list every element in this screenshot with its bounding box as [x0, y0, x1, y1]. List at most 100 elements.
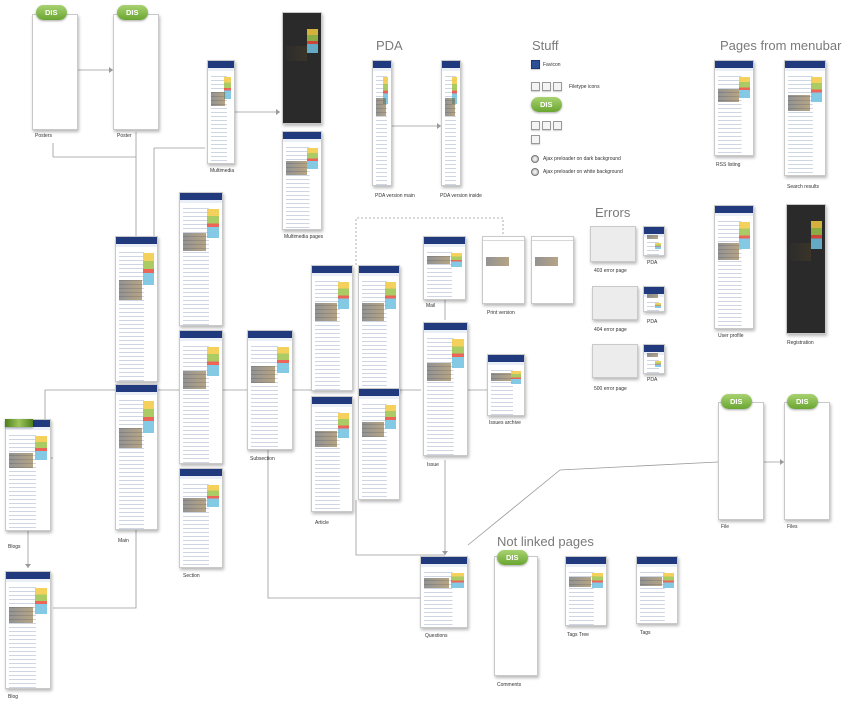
multimedia-page-2-thumb[interactable]	[282, 131, 322, 230]
link-to-file	[467, 461, 719, 546]
error-404-thumb[interactable]	[592, 286, 638, 320]
files-label: Files	[787, 524, 798, 530]
multimedia-label: Multimedia	[210, 168, 235, 174]
comments-page-thumb[interactable]	[494, 556, 538, 676]
ajax-dark-label: Ajax preloader on dark background	[543, 156, 621, 162]
link-article-questions	[355, 500, 445, 556]
error-500-thumb[interactable]	[592, 344, 638, 378]
comments-label: Comments	[497, 682, 522, 688]
blogs-page-thumb[interactable]	[5, 419, 51, 531]
article-page-3-thumb[interactable]	[311, 396, 353, 512]
filetype-icon	[553, 82, 562, 91]
favicon-icon	[531, 60, 540, 69]
pda-version-inside-thumb[interactable]	[441, 60, 461, 186]
dis-tab: DIS	[117, 5, 148, 20]
error-403-pda-thumb[interactable]	[643, 226, 665, 256]
blog-page-thumb[interactable]	[5, 571, 51, 689]
blogs-label: Blogs	[8, 544, 21, 550]
article-page-4-thumb[interactable]	[358, 388, 400, 500]
tags-tree-label: Tags Tree	[567, 632, 589, 638]
filetype-icon	[553, 121, 562, 130]
article-page-2-thumb[interactable]	[358, 265, 400, 391]
filetype-icon	[531, 135, 540, 144]
file-label: File	[721, 524, 730, 530]
file-page-thumb[interactable]	[718, 402, 764, 520]
section-page-3-thumb[interactable]	[179, 468, 223, 568]
pda-version-main-thumb[interactable]	[372, 60, 392, 186]
tags-page-thumb[interactable]	[636, 556, 678, 624]
main-page-thumb[interactable]	[115, 236, 158, 382]
error-404-label: 404 error page	[594, 327, 627, 333]
ajax-preloader-white-icon	[531, 168, 539, 176]
error-500-label: 500 error page	[594, 386, 627, 392]
dis-tab: DIS	[497, 550, 528, 565]
mail-page-thumb[interactable]	[423, 236, 466, 300]
questions-page-thumb[interactable]	[420, 556, 468, 628]
user-profile-label: User profile	[718, 333, 744, 339]
rss-listing-thumb[interactable]	[714, 60, 754, 156]
error-403-thumb[interactable]	[590, 226, 636, 262]
link-main-blog	[53, 530, 137, 609]
error-404-pda-label: PDA	[647, 319, 658, 325]
poster-label: Poster	[117, 133, 132, 139]
main-label: Main	[118, 538, 129, 544]
user-profile-thumb[interactable]	[714, 205, 754, 329]
dis-tab: DIS	[721, 394, 752, 409]
stuff-title: Stuff	[532, 38, 559, 53]
arrow-icon	[276, 109, 280, 115]
subsection-label: Subsection	[250, 456, 275, 462]
dis-tab: DIS	[36, 5, 67, 20]
arrow-icon	[109, 67, 113, 73]
questions-label: Questions	[425, 633, 448, 639]
error-403-label: 403 error page	[594, 268, 627, 274]
multimedia-page-thumb[interactable]	[207, 60, 235, 164]
filetype-icon	[531, 121, 540, 130]
files-page-thumb[interactable]	[784, 402, 830, 520]
registration-thumb[interactable]	[786, 204, 826, 334]
dis-tab: DIS	[787, 394, 818, 409]
pages-from-menubar-title: Pages from menubar	[720, 38, 842, 53]
filetype-icon	[542, 82, 551, 91]
error-500-pda-label: PDA	[647, 377, 658, 383]
link-subsection-questions	[267, 450, 420, 599]
issue-page-thumb[interactable]	[423, 322, 468, 456]
ajax-preloader-dark-icon	[531, 155, 539, 163]
tags-tree-page-thumb[interactable]	[565, 556, 607, 626]
arrow-icon	[25, 564, 31, 568]
subsection-page-thumb[interactable]	[247, 330, 293, 450]
arrow-icon	[437, 123, 441, 129]
article-page-1-thumb[interactable]	[311, 265, 353, 391]
search-results-thumb[interactable]	[784, 60, 826, 176]
pda-version-inside-label: PDA version inside	[440, 193, 482, 199]
tags-label: Tags	[640, 630, 651, 636]
blog-label: Blog	[8, 694, 19, 700]
poster-page-thumb[interactable]	[113, 14, 159, 130]
multimedia-page-1-thumb[interactable]	[282, 12, 322, 124]
error-403-pda-label: PDA	[647, 260, 658, 266]
search-results-label: Search results	[787, 184, 819, 190]
link-main-blogs	[44, 389, 115, 459]
issue-label: Issue	[427, 462, 439, 468]
print-version-label: Print version	[487, 310, 515, 316]
not-linked-pages-title: Not linked pages	[497, 534, 594, 549]
registration-label: Registration	[787, 340, 814, 346]
article-label: Article	[315, 520, 329, 526]
arrow-icon	[442, 551, 448, 555]
posters-page-thumb[interactable]	[32, 14, 78, 130]
posters-label: Posters	[35, 133, 52, 139]
print-version-1-thumb[interactable]	[482, 236, 525, 304]
error-404-pda-thumb[interactable]	[643, 286, 665, 312]
arrow-icon	[780, 459, 784, 465]
dis-tab: DIS	[531, 97, 562, 112]
pda-title: PDA	[376, 38, 403, 53]
section-page-2-thumb[interactable]	[179, 330, 223, 464]
favicon-label: Favicon	[543, 62, 561, 68]
issues-archive-thumb[interactable]	[487, 354, 525, 416]
error-500-pda-thumb[interactable]	[643, 344, 665, 374]
section-page-1-thumb[interactable]	[179, 192, 223, 326]
print-version-2-thumb[interactable]	[531, 236, 574, 304]
filetype-icons-label: Filetype icons	[569, 84, 600, 90]
main-page-2-thumb[interactable]	[115, 384, 158, 530]
blogs-header-banner	[5, 419, 33, 427]
